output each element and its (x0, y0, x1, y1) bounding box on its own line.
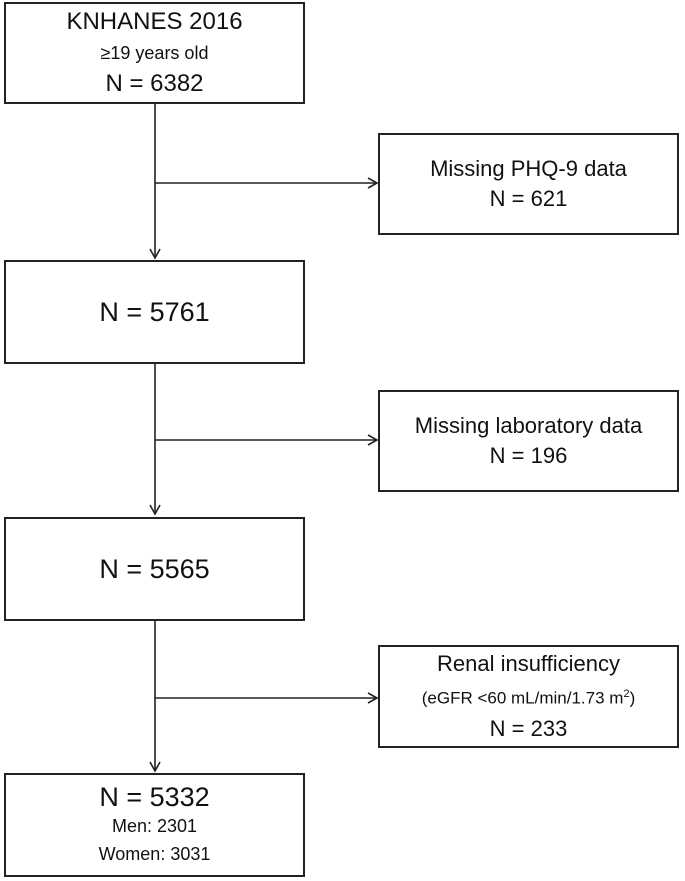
count-label: N = 6382 (105, 70, 204, 97)
main-box-3: N = 5565 (4, 517, 305, 621)
source-label: KNHANES 2016 (66, 8, 243, 35)
criterion-close: ) (629, 688, 636, 708)
exclusion-box-3: Renal insufficiency (eGFR <60 mL/min/1.7… (378, 645, 679, 748)
count-label: N = 5332 (99, 782, 210, 812)
men-count: Men: 2301 (111, 816, 198, 836)
count-label: N = 5761 (99, 297, 210, 327)
exclusion-count: N = 196 (489, 443, 568, 468)
main-box-1: KNHANES 2016 ≥19 years old N = 6382 (4, 2, 305, 104)
criterion-superscript: 2 (623, 688, 630, 701)
exclusion-reason: Missing PHQ-9 data (430, 156, 627, 181)
women-count: Women: 3031 (98, 844, 211, 864)
exclusion-reason: Renal insufficiency (436, 651, 621, 677)
criterion-text: (eGFR <60 mL/min/1.73 m (421, 688, 624, 708)
main-box-4: N = 5332 Men: 2301 Women: 3031 (4, 773, 305, 877)
exclusion-box-1: Missing PHQ-9 data N = 621 (378, 133, 679, 235)
main-box-2: N = 5761 (4, 260, 305, 364)
age-criterion: ≥19 years old (100, 43, 209, 63)
exclusion-criterion: (eGFR <60 mL/min/1.73 m2) (422, 679, 636, 714)
exclusion-reason: Missing laboratory data (414, 413, 643, 438)
exclusion-count: N = 233 (489, 715, 568, 741)
exclusion-count: N = 621 (489, 186, 568, 211)
count-label: N = 5565 (99, 554, 210, 584)
exclusion-box-2: Missing laboratory data N = 196 (378, 390, 679, 492)
